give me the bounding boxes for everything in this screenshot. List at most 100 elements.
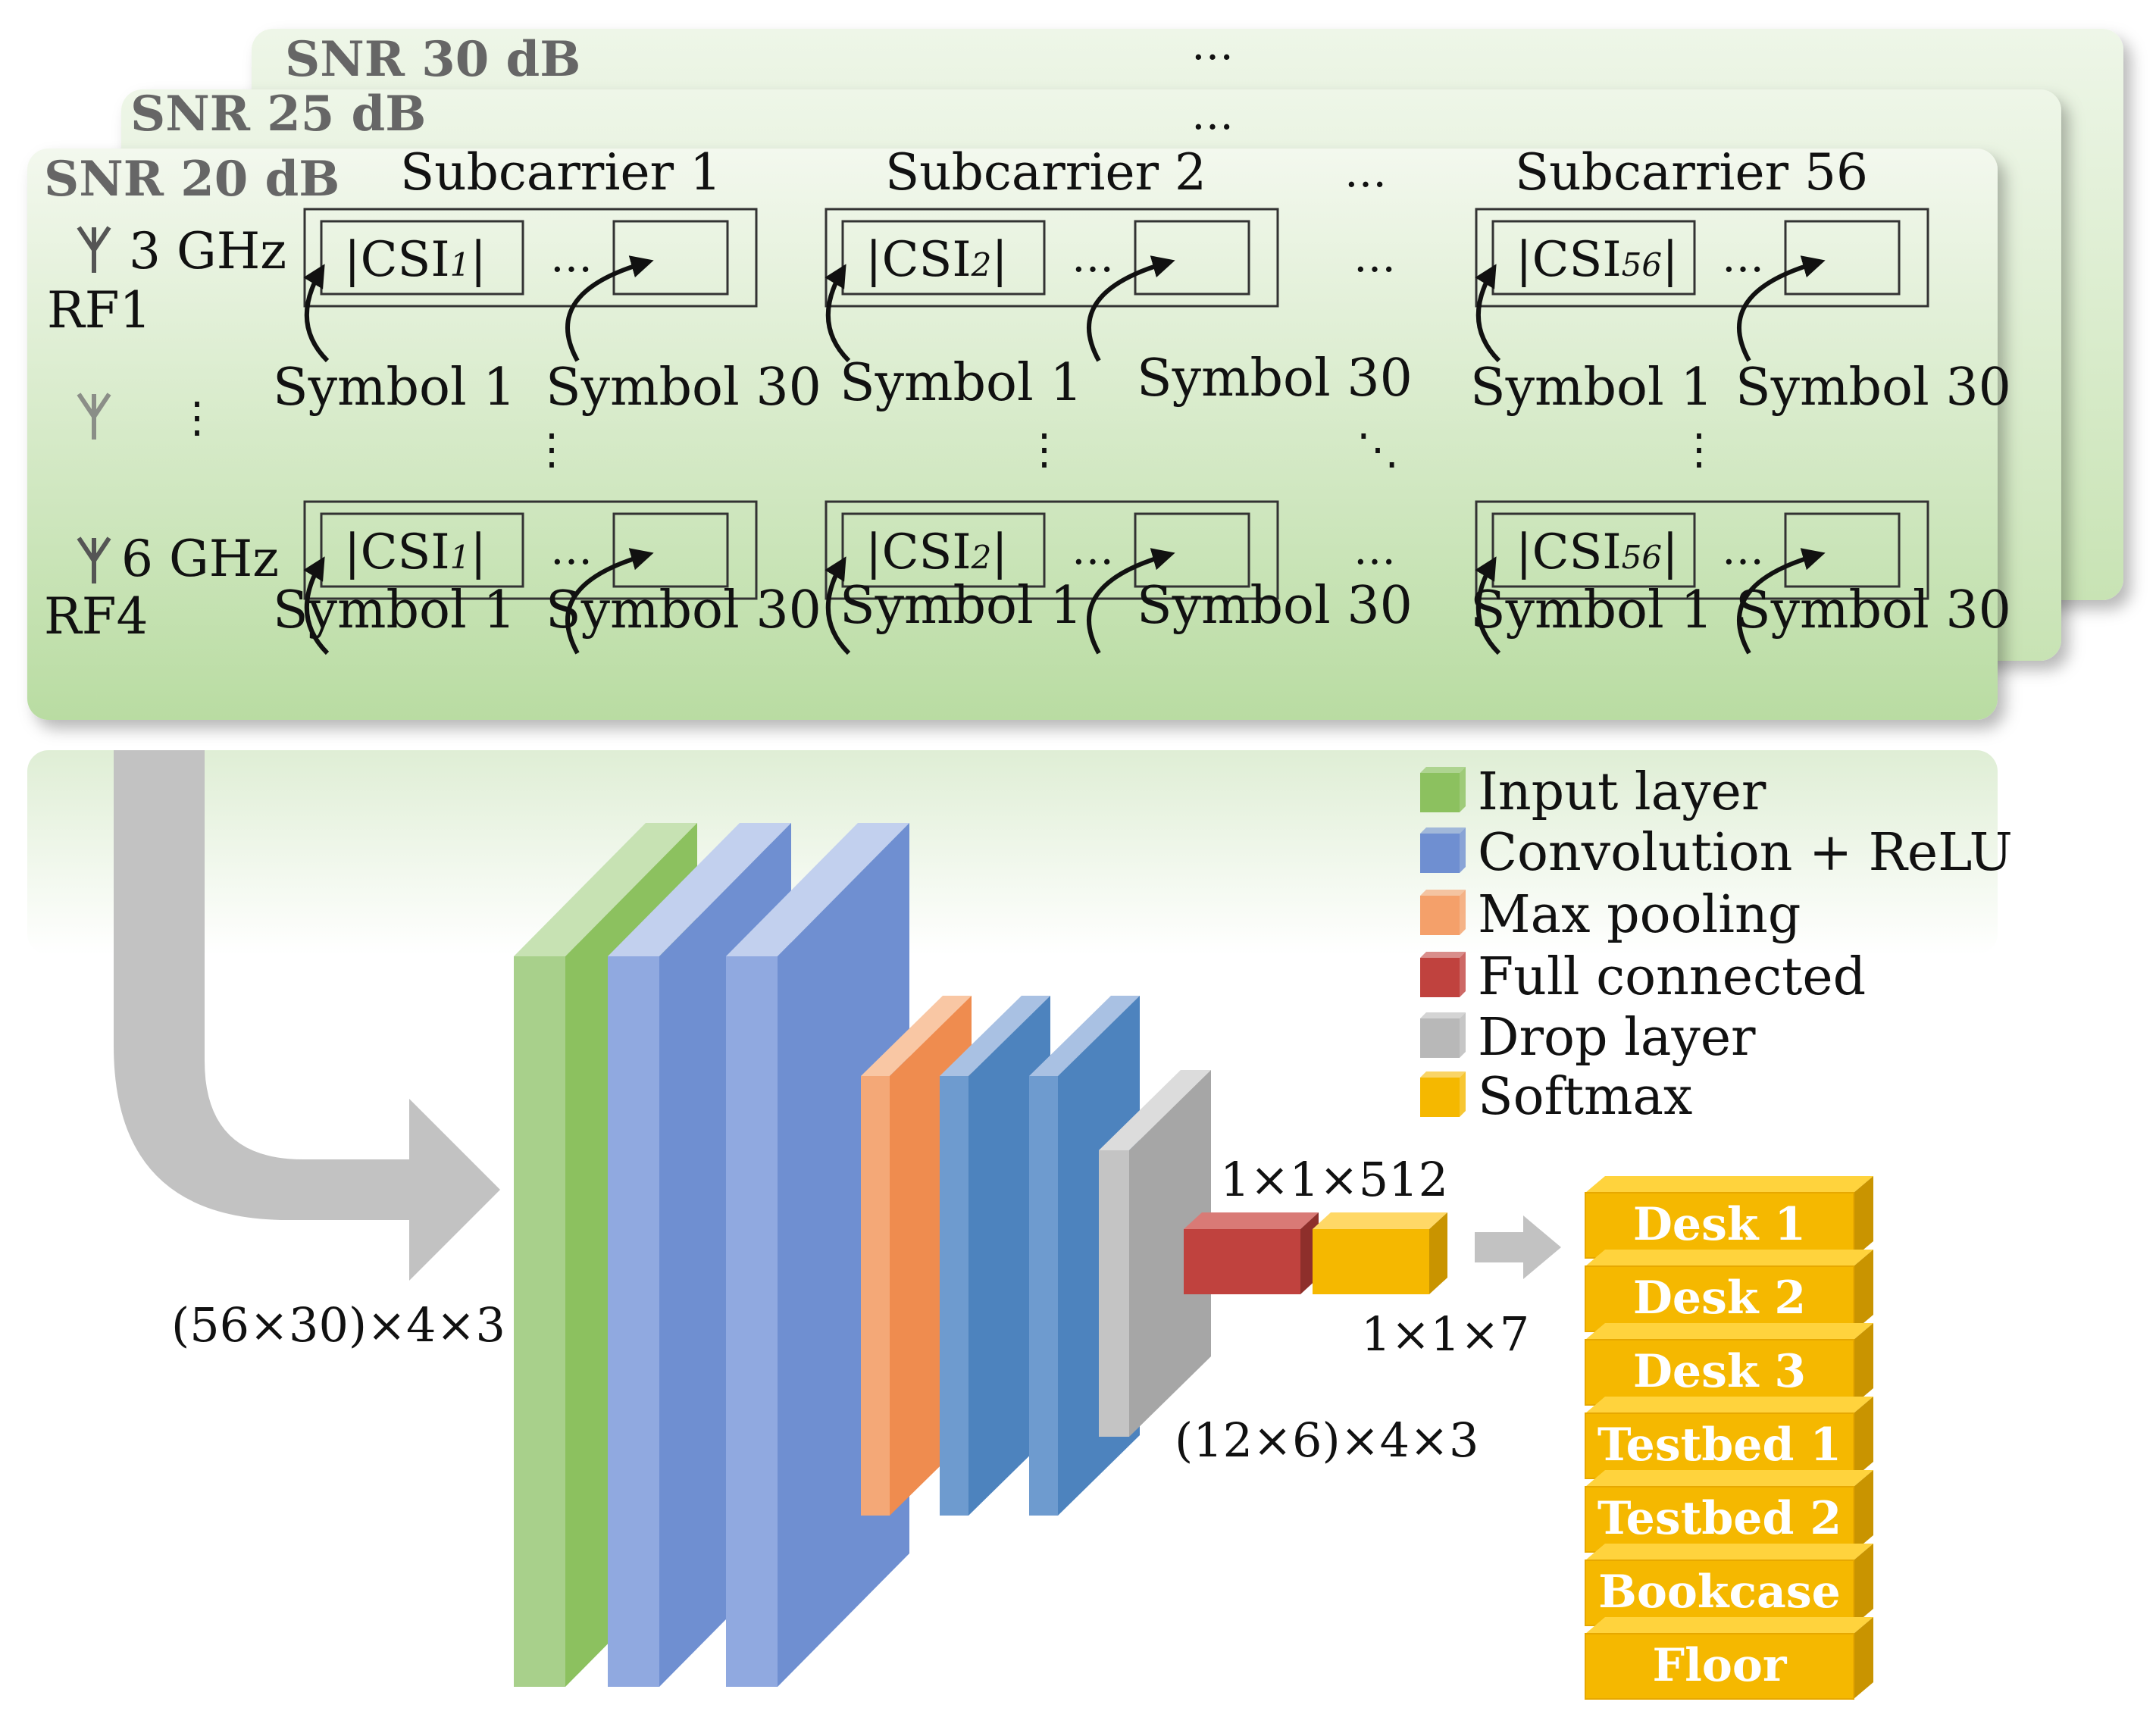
class-label: Floor	[1652, 1639, 1787, 1692]
legend-swatch	[1420, 896, 1460, 935]
symbol-1-label: Symbol 1	[1470, 580, 1713, 640]
legend-swatch	[1420, 773, 1460, 812]
fc-dimension-label: 1×1×512	[1220, 1152, 1448, 1207]
snr-25-ellipsis: …	[1191, 90, 1234, 139]
row-vertical-ellipsis: ⋮	[530, 425, 573, 474]
csi-magnitude-label: |CSI1|	[344, 524, 487, 580]
curved-arrow	[1736, 548, 1826, 655]
freq-3ghz-label: 3 GHz	[129, 222, 286, 280]
legend-swatch	[1420, 834, 1460, 873]
symbol-30-label: Symbol 30	[1137, 576, 1413, 636]
full-connected-block	[1184, 1212, 1319, 1294]
csi-magnitude-label: |CSI1|	[344, 232, 487, 288]
class-label: Bookcase	[1598, 1566, 1841, 1619]
drop-dimension-label: (12×6)×4×3	[1175, 1412, 1479, 1468]
legend-label: Convolution + ReLU	[1478, 823, 2013, 883]
symbol-ellipsis: …	[550, 525, 593, 574]
curved-arrow	[565, 548, 654, 655]
symbol-1-label: Symbol 1	[840, 576, 1083, 636]
legend-label: Drop layer	[1478, 1008, 1756, 1068]
csi-magnitude-label: |CSI2|	[865, 232, 1008, 288]
csi-group: |CSI1| … Symbol 1 Symbol 30	[273, 208, 821, 418]
curved-arrow	[565, 255, 654, 362]
snr-30-ellipsis: …	[1191, 20, 1234, 70]
antenna-vertical-ellipsis: ⋮	[176, 393, 218, 443]
curved-arrow	[825, 556, 851, 655]
symbol-30-label: Symbol 30	[546, 580, 821, 640]
class-item: Desk 2	[1585, 1250, 1873, 1332]
symbol-1-label: Symbol 1	[273, 580, 516, 640]
legend-label: Input layer	[1478, 762, 1766, 822]
subcarrier-56-title: Subcarrier 56	[1515, 143, 1868, 202]
class-label: Desk 2	[1633, 1272, 1806, 1325]
symbol-ellipsis: …	[1072, 525, 1114, 574]
antenna-icon	[77, 393, 111, 440]
snr-30-label: SNR 30 dB	[285, 31, 580, 88]
subcarrier-ellipsis: …	[1344, 148, 1387, 197]
class-item: Desk 3	[1585, 1323, 1873, 1406]
legend-item: Softmax	[1420, 1067, 1692, 1127]
freq-6ghz-label: 6 GHz	[121, 530, 279, 588]
symbol-1-label: Symbol 1	[840, 353, 1083, 413]
class-item: Testbed 1	[1585, 1397, 1873, 1479]
csi-magnitude-label: |CSI2|	[865, 524, 1008, 580]
legend-label: Softmax	[1478, 1067, 1692, 1127]
curved-arrow	[1086, 548, 1175, 655]
legend-label: Max pooling	[1478, 885, 1801, 945]
snr-25-label: SNR 25 dB	[130, 86, 426, 142]
antenna-icon	[77, 537, 111, 583]
drop-layer-block	[1099, 1070, 1211, 1437]
output-arrow	[1475, 1215, 1561, 1279]
rf1-label: RF1	[47, 281, 151, 339]
symbol-1-label: Symbol 1	[1470, 358, 1713, 418]
curved-arrow	[1736, 255, 1826, 362]
row-vertical-ellipsis: ⋮	[1023, 425, 1065, 474]
rf4-label: RF4	[44, 587, 148, 646]
class-item: Testbed 2	[1585, 1470, 1873, 1553]
curved-arrow	[1475, 264, 1501, 363]
softmax-dimension-label: 1×1×7	[1361, 1306, 1529, 1362]
class-label: Desk 1	[1633, 1198, 1806, 1251]
symbol-ellipsis: …	[1072, 233, 1114, 282]
symbol-30-label: Symbol 30	[1137, 349, 1413, 408]
class-label: Desk 3	[1633, 1345, 1806, 1398]
class-label: Testbed 1	[1597, 1419, 1842, 1472]
subcarrier-2-title: Subcarrier 2	[885, 143, 1206, 202]
legend-swatch	[1420, 958, 1460, 997]
input-dimension-label: (56×30)×4×3	[171, 1297, 505, 1353]
legend-item: Convolution + ReLU	[1420, 823, 2013, 883]
subcarrier-row-ellipsis: …	[1353, 525, 1396, 574]
legend-swatch	[1420, 1018, 1460, 1058]
panel-snr-20	[27, 149, 1998, 720]
curved-arrow	[303, 556, 330, 655]
class-label: Testbed 2	[1597, 1492, 1842, 1545]
class-item: Bookcase	[1585, 1544, 1873, 1626]
network-panel-background	[27, 750, 1998, 955]
curved-arrow	[1475, 556, 1501, 655]
symbol-ellipsis: …	[1722, 233, 1764, 282]
subcarrier-1-title: Subcarrier 1	[400, 143, 721, 202]
symbol-30-label: Symbol 30	[546, 358, 821, 418]
symbol-ellipsis: …	[1722, 525, 1764, 574]
curved-arrow	[825, 264, 851, 363]
row-diagonal-ellipsis: ⋱	[1356, 425, 1399, 474]
legend-item: Full connected	[1420, 947, 1866, 1007]
symbol-ellipsis: …	[550, 233, 593, 282]
row-vertical-ellipsis: ⋮	[1678, 425, 1720, 474]
csi-magnitude-label: |CSI56|	[1516, 524, 1679, 580]
symbol-1-label: Symbol 1	[273, 358, 516, 418]
csi-group: |CSI2| … Symbol 1 Symbol 30	[825, 208, 1413, 413]
class-item: Desk 1	[1585, 1176, 1873, 1259]
legend-label: Full connected	[1478, 947, 1866, 1007]
subcarrier-row-ellipsis: …	[1353, 233, 1396, 282]
csi-group: |CSI1| … Symbol 1 Symbol 30	[273, 500, 821, 655]
class-item: Floor	[1585, 1617, 1873, 1700]
legend-item: Input layer	[1420, 762, 1766, 822]
